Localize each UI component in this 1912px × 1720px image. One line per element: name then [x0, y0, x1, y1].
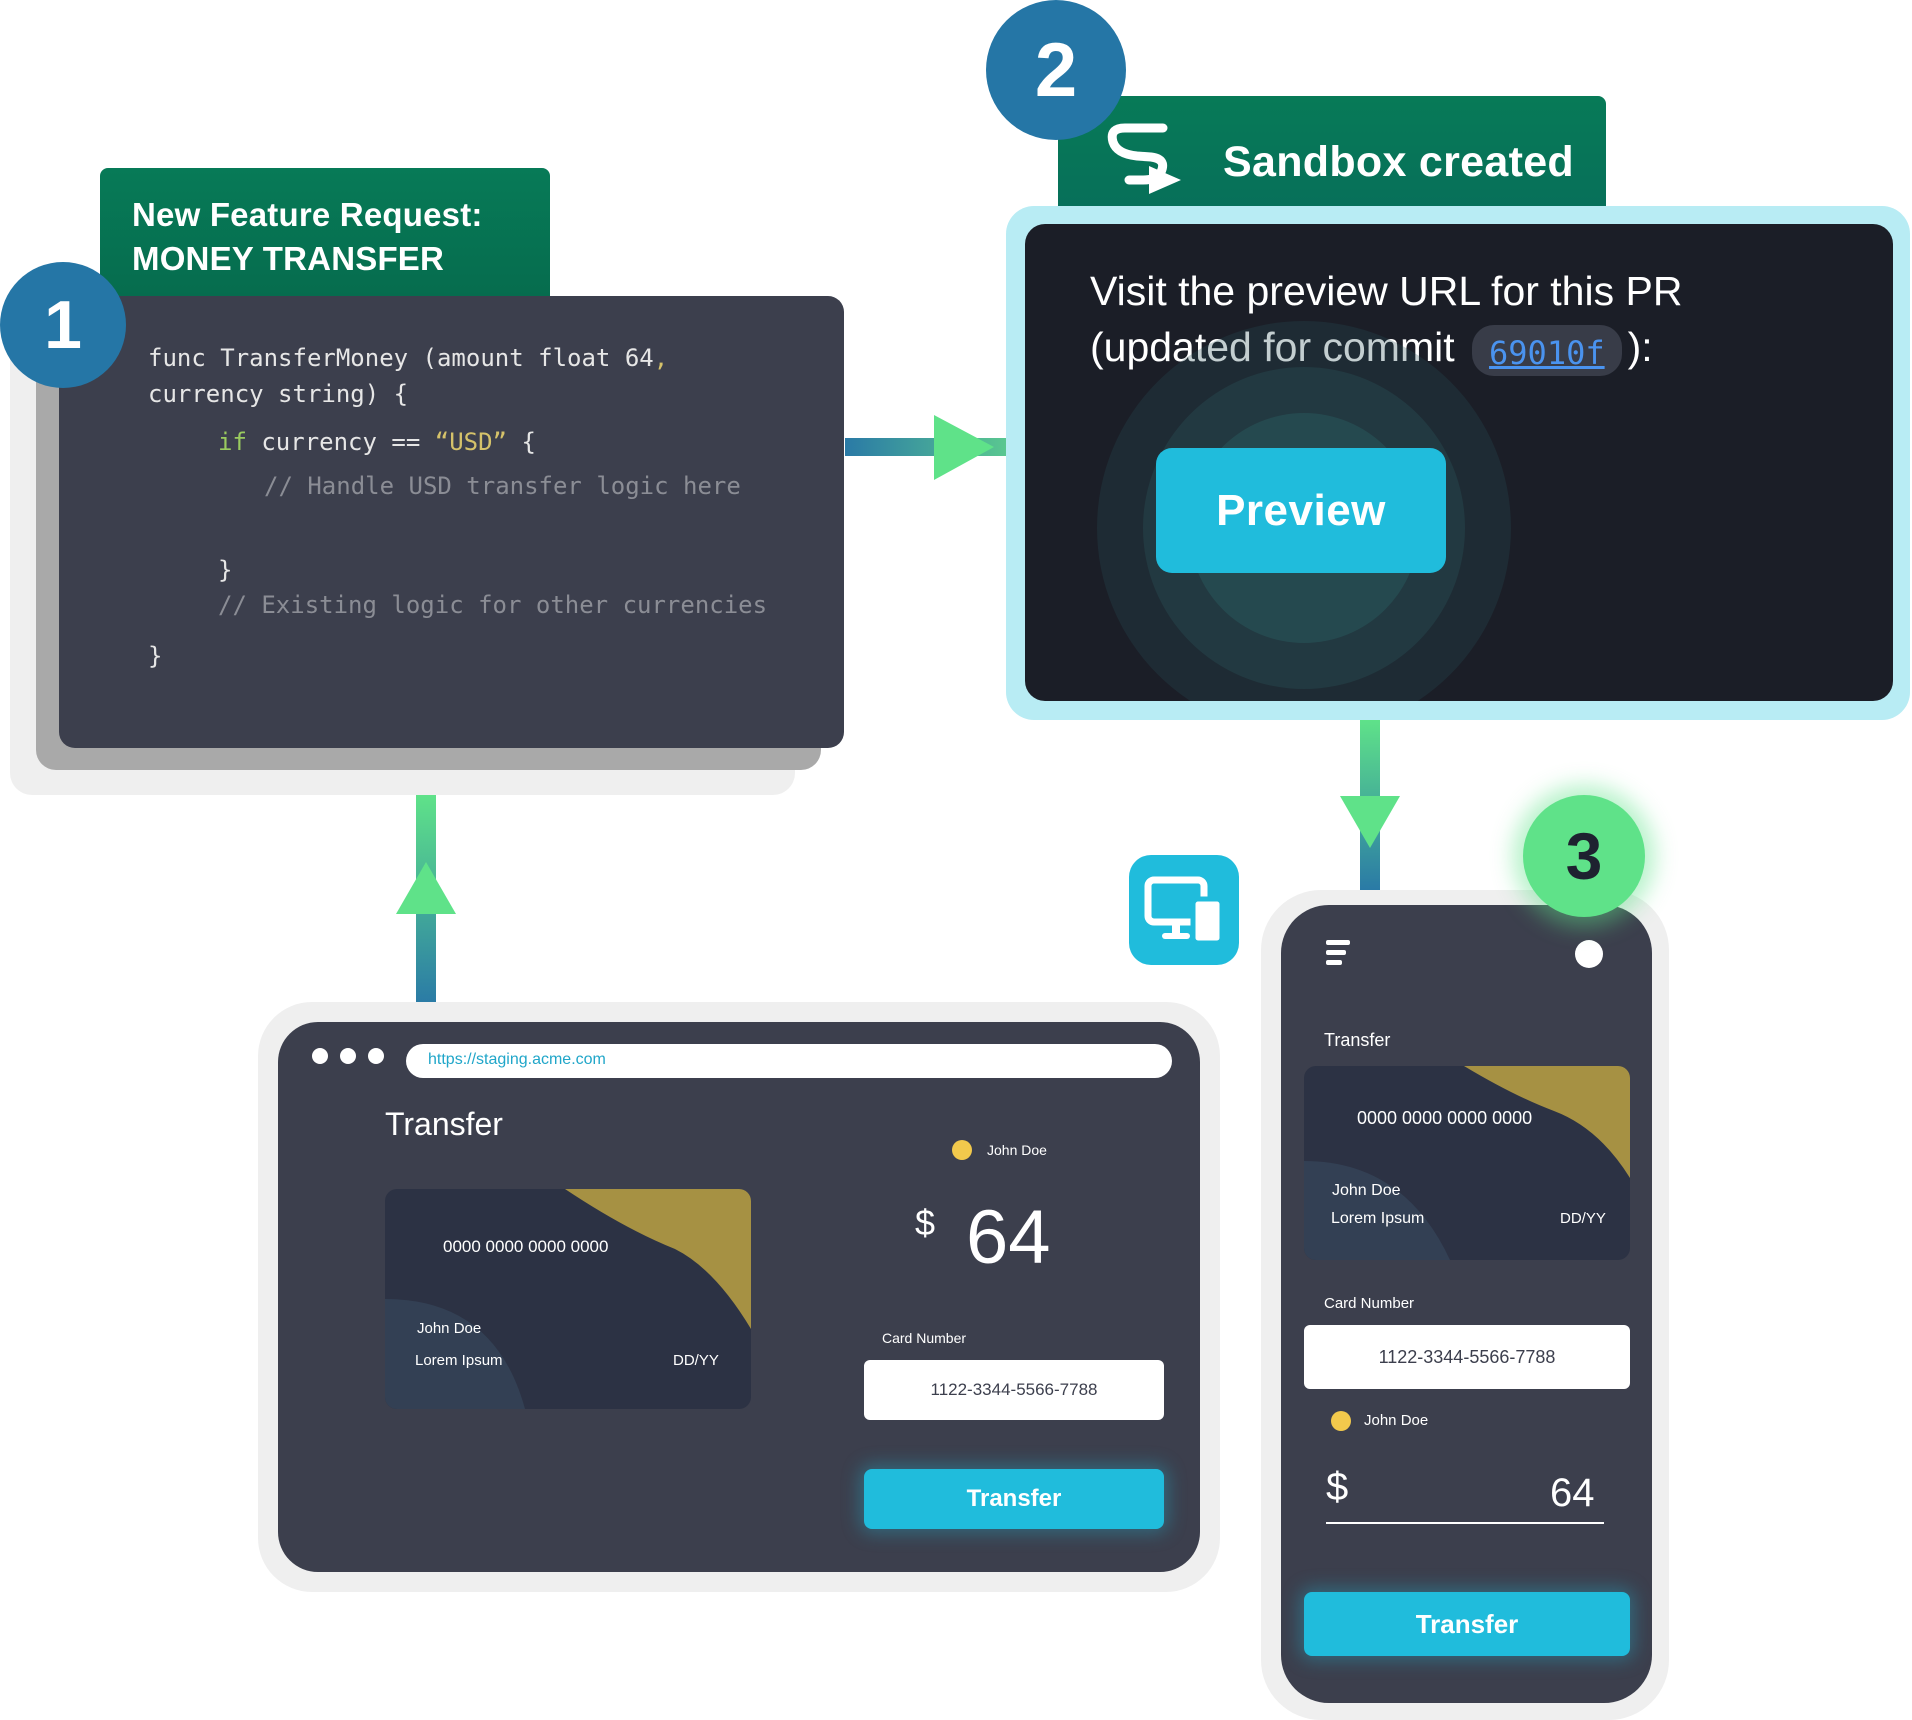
- currency-symbol: $: [915, 1202, 936, 1243]
- phone-credit-card: 0000 0000 0000 0000 John Doe Lorem Ipsum…: [1304, 1066, 1630, 1260]
- phone-card-expiry: DD/YY: [1560, 1210, 1606, 1227]
- card-number-display: 0000 0000 0000 0000: [443, 1237, 609, 1256]
- code-line-4: // Handle USD transfer logic here: [264, 472, 741, 500]
- sandbox-title: Sandbox created: [1223, 138, 1574, 186]
- phone-card-number-display: 0000 0000 0000 0000: [1357, 1108, 1533, 1128]
- phone-card-holder-name: John Doe: [1332, 1182, 1401, 1199]
- card-expiry: DD/YY: [673, 1352, 719, 1369]
- window-dot-1: [312, 1048, 328, 1064]
- phone-page-title: Transfer: [1324, 1030, 1391, 1050]
- browser-window: https://staging.acme.com Transfer 0000 0…: [278, 1022, 1200, 1572]
- preview-button[interactable]: Preview: [1156, 448, 1446, 573]
- arrow-up-icon: [396, 862, 456, 914]
- code-panel: func TransferMoney (amount float 64, cur…: [59, 296, 844, 748]
- code-line-6: // Existing logic for other currencies: [218, 591, 768, 619]
- phone-screen: Transfer 0000 0000 0000 0000 John Doe Lo…: [1281, 905, 1652, 1703]
- transfer-button[interactable]: Transfer: [864, 1469, 1164, 1529]
- phone-transfer-button[interactable]: Transfer: [1304, 1592, 1630, 1656]
- card-number-label: Card Number: [882, 1330, 967, 1346]
- phone-card-number-input[interactable]: 1122-3344-5566-7788: [1304, 1325, 1630, 1389]
- code-line-5: }: [218, 556, 233, 584]
- recipient-avatar-dot: [952, 1140, 972, 1160]
- phone-recipient-name: John Doe: [1364, 1412, 1429, 1429]
- address-bar[interactable]: https://staging.acme.com: [406, 1044, 1172, 1078]
- commit-link[interactable]: 69010f: [1472, 324, 1622, 376]
- sandbox-tab: Sandbox created: [1058, 96, 1606, 226]
- code-line-2: currency string) {: [148, 380, 409, 408]
- card-holder-subtitle: Lorem Ipsum: [415, 1352, 503, 1369]
- card-wave-icon: [385, 1189, 751, 1409]
- browser-credit-card: 0000 0000 0000 0000 John Doe Lorem Ipsum…: [385, 1189, 751, 1409]
- window-dot-2: [340, 1048, 356, 1064]
- code-line-1: func TransferMoney (amount float 64,: [148, 344, 669, 372]
- preview-message-line-2: (updated for commit 69010f):: [1090, 324, 1653, 376]
- address-bar-url: https://staging.acme.com: [428, 1051, 606, 1068]
- browser-page-title: Transfer: [385, 1106, 503, 1142]
- sandbox-logo-icon: [1107, 123, 1181, 194]
- step-1-badge: 1: [0, 262, 126, 388]
- preview-message-line-1: Visit the preview URL for this PR: [1090, 268, 1683, 314]
- sandbox-panel: Visit the preview URL for this PR (updat…: [1025, 224, 1893, 701]
- feature-request-subtitle: MONEY TRANSFER: [132, 240, 445, 277]
- code-line-7: }: [148, 642, 163, 670]
- code-line-3: if currency == “USD” {: [218, 428, 536, 456]
- phone-recipient-avatar-dot: [1331, 1411, 1351, 1431]
- step-3-badge: 3: [1523, 795, 1645, 917]
- card-number-input[interactable]: 1122-3344-5566-7788: [864, 1360, 1164, 1420]
- card-holder-name: John Doe: [417, 1320, 482, 1337]
- phone-transfer-amount[interactable]: 64: [1550, 1471, 1595, 1515]
- phone-card-holder-subtitle: Lorem Ipsum: [1331, 1210, 1425, 1227]
- phone-card-number-label: Card Number: [1324, 1295, 1415, 1312]
- profile-dot-icon[interactable]: [1575, 940, 1603, 968]
- step-2-badge: 2: [986, 0, 1126, 140]
- feature-request-tab: New Feature Request: MONEY TRANSFER: [100, 168, 550, 308]
- phone-card-wave-icon: [1304, 1066, 1630, 1260]
- arrow-right-icon: [934, 415, 994, 480]
- transfer-amount[interactable]: 64: [966, 1195, 1051, 1280]
- arrow-down-icon: [1340, 796, 1400, 848]
- recipient-name: John Doe: [987, 1142, 1047, 1158]
- window-dot-3: [368, 1048, 384, 1064]
- amount-underline: [1326, 1522, 1604, 1524]
- menu-icon[interactable]: [1326, 938, 1352, 968]
- feature-request-title: New Feature Request:: [132, 196, 483, 233]
- devices-icon: [1129, 855, 1239, 965]
- phone-currency-symbol: $: [1326, 1465, 1349, 1509]
